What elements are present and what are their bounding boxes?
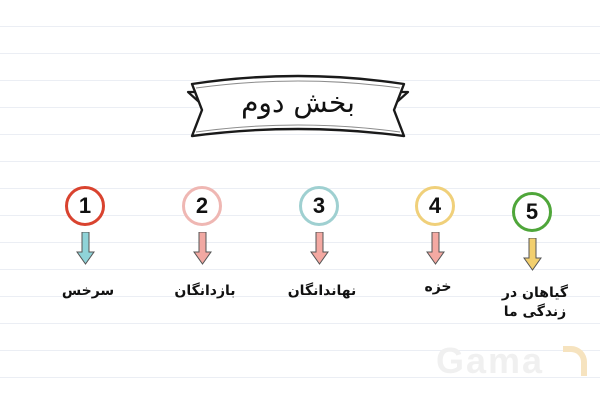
step-label: بازدانگان xyxy=(174,283,236,299)
down-arrow-icon xyxy=(310,232,329,265)
step-label: سرخس xyxy=(61,283,115,299)
section-banner: بخش دوم xyxy=(182,70,414,150)
step-label: گیاهان در زندگی ما xyxy=(501,285,569,320)
step-number-badge: 3 xyxy=(299,186,339,226)
step-label: نهاندانگان xyxy=(287,283,357,299)
ribbon-banner-shape xyxy=(186,74,410,138)
brand-logo: Gama xyxy=(436,340,545,381)
down-arrow-icon xyxy=(426,232,445,265)
step-number-badge: 1 xyxy=(65,186,105,226)
brand-logo-mark xyxy=(563,346,587,376)
step-label: خزه xyxy=(424,279,452,295)
down-arrow-icon xyxy=(523,238,542,271)
step-number-badge: 5 xyxy=(512,192,552,232)
down-arrow-icon xyxy=(76,232,95,265)
step-number-badge: 2 xyxy=(182,186,222,226)
section-title: بخش دوم xyxy=(241,86,355,119)
step-number-badge: 4 xyxy=(415,186,455,226)
down-arrow-icon xyxy=(193,232,212,265)
